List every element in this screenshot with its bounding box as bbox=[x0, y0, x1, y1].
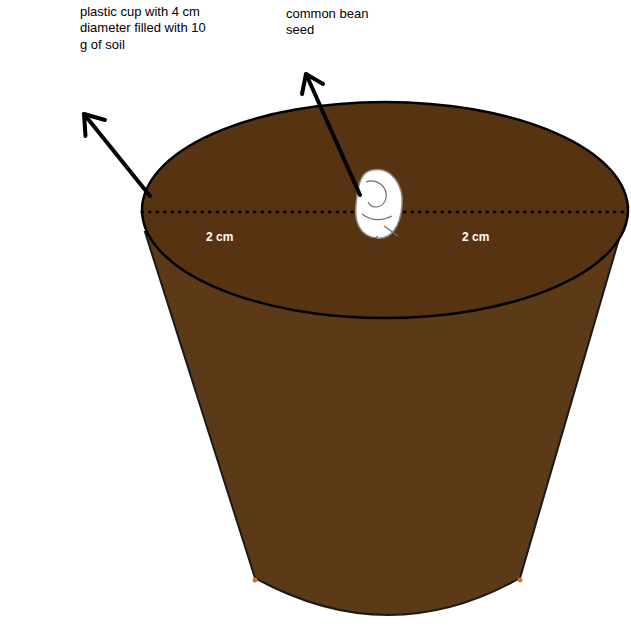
label-holder: 2 cm bbox=[462, 230, 489, 245]
label-holder: common bean seed bbox=[286, 6, 381, 39]
seed-root bbox=[362, 236, 378, 250]
arrow-head bbox=[84, 114, 105, 136]
bean-seed bbox=[356, 169, 403, 250]
dimension-label: 2 cm bbox=[462, 230, 489, 245]
seed-coat bbox=[356, 169, 403, 238]
arrow-shaft bbox=[306, 74, 360, 195]
callout-label: common bean seed bbox=[286, 6, 381, 39]
label-holder: 2 cm bbox=[206, 230, 233, 245]
arrow-shaft bbox=[84, 114, 150, 196]
seed-detail bbox=[362, 214, 392, 220]
callout-label: plastic cup with 4 cm diameter filled wi… bbox=[80, 4, 208, 53]
arrow-head bbox=[302, 74, 323, 94]
seed-detail bbox=[384, 226, 398, 236]
dimension-label: 2 cm bbox=[206, 230, 233, 245]
leader-arrow bbox=[302, 74, 360, 195]
soil-surface bbox=[142, 102, 628, 318]
cup-corner bbox=[253, 578, 258, 583]
cup-corner bbox=[518, 578, 523, 583]
seed-detail bbox=[366, 181, 386, 207]
leader-arrow bbox=[84, 114, 150, 196]
label-holder: plastic cup with 4 cm diameter filled wi… bbox=[80, 4, 208, 53]
